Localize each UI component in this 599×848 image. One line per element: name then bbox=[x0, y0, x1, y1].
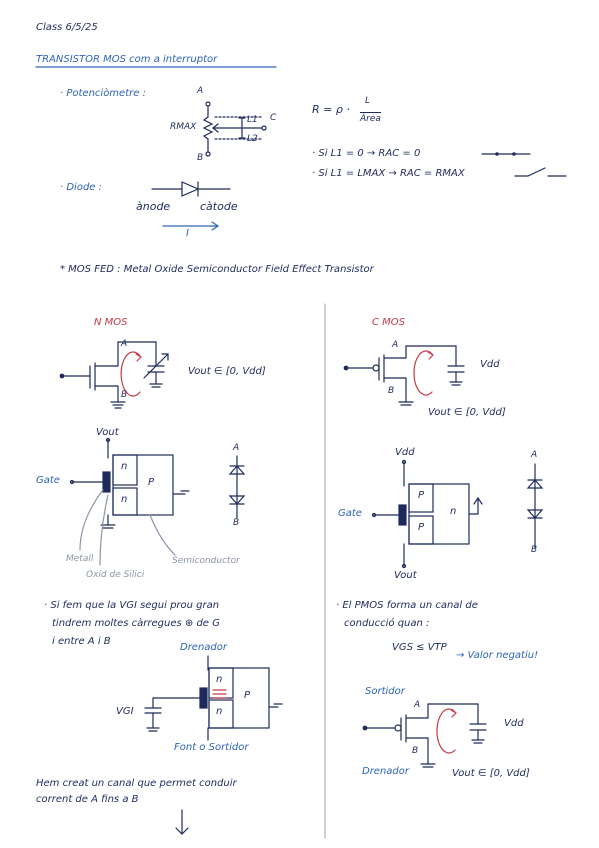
conclusion-line-1: Hem creat un canal que permet conduir bbox=[36, 778, 237, 789]
pot-case-1: · Si L1 = 0 → RAC = 0 bbox=[312, 148, 421, 159]
current-arrow-icon bbox=[162, 221, 220, 231]
diode-current: I bbox=[186, 228, 189, 239]
pot-rmax: RMAX bbox=[170, 122, 197, 132]
date-label: Class 6/5/25 bbox=[36, 22, 98, 33]
pmos2-a: A bbox=[414, 700, 421, 710]
nmos-gate: Gate bbox=[36, 475, 60, 486]
pmos-drain-label: Drenador bbox=[362, 766, 410, 777]
pmos-structure bbox=[371, 459, 483, 569]
diode-cathode: càtode bbox=[200, 200, 238, 213]
pmos-condition: VGS ≤ VTP bbox=[392, 642, 447, 653]
continue-arrow-icon bbox=[175, 809, 189, 835]
pmos-p-top: P bbox=[418, 490, 425, 501]
nmos-n-bottom: n bbox=[121, 494, 128, 505]
mosfet-definition: * MOS FED : Metal Oxide Semiconductor Fi… bbox=[60, 264, 374, 275]
diode-label: · Diode : bbox=[60, 182, 103, 193]
pmos-current-loop-icon bbox=[413, 350, 433, 396]
page-title: TRANSISTOR MOS com a interruptor bbox=[36, 54, 218, 65]
pmos-diode-b: B bbox=[531, 545, 538, 555]
conclusion-line-2: corrent de A fins a B bbox=[36, 794, 139, 805]
pot-node-a: A bbox=[197, 86, 204, 96]
nmos-current-loop-icon bbox=[120, 351, 141, 397]
source-label: Font o Sortidor bbox=[174, 742, 249, 753]
nmos-vout-top: Vout bbox=[96, 427, 119, 438]
channel-n-bottom: n bbox=[216, 706, 223, 717]
pmos-p-bottom: P bbox=[418, 522, 425, 533]
nmos-transistor bbox=[59, 341, 169, 409]
pmos2-vout: Vout ∈ [0, Vdd] bbox=[452, 768, 530, 779]
nmos-metall: Metall bbox=[66, 554, 94, 564]
pmos-diode-a: A bbox=[531, 450, 538, 460]
pmos-vdd-top: Vdd bbox=[395, 447, 415, 458]
nmos-title: N MOS bbox=[94, 317, 128, 328]
pmos-a: A bbox=[392, 340, 399, 350]
nmos-n-top: n bbox=[121, 461, 128, 472]
drain-label: Drenador bbox=[180, 642, 228, 653]
pmos-note-line-1: · El PMOS forma un canal de bbox=[336, 600, 478, 611]
pmos-vout-bottom: Vout bbox=[394, 570, 417, 581]
pmos-diode-pair bbox=[526, 463, 544, 549]
switch-open-icon bbox=[514, 167, 567, 177]
formula-den: Àrea bbox=[360, 112, 381, 124]
channel-charges bbox=[212, 689, 227, 699]
pmos-source-label: Sortidor bbox=[365, 686, 405, 697]
nmos-note-line-2: tindrem moltes càrregues ⊕ de G bbox=[52, 618, 220, 629]
nmos-vout: Vout ∈ [0, Vdd] bbox=[188, 366, 266, 377]
pmos-vdd: Vdd bbox=[480, 359, 500, 370]
nmos-note-line-1: · Si fem que la VGI segui prou gran bbox=[44, 600, 220, 611]
nmos-oxid: Oxid de Silici bbox=[86, 570, 145, 580]
pot-node-c: C bbox=[270, 113, 277, 123]
switch-closed-icon bbox=[481, 152, 531, 156]
nmos-structure bbox=[69, 437, 190, 529]
nmos-diode-a: A bbox=[233, 443, 240, 453]
potentiometer-diagram bbox=[202, 101, 267, 157]
pmos-current-loop-2-icon bbox=[436, 708, 456, 754]
pot-l2: L2 bbox=[247, 134, 258, 144]
pmos-n: n bbox=[450, 506, 457, 517]
pmos-gate: Gate bbox=[338, 508, 362, 519]
nmos-b: B bbox=[121, 390, 128, 400]
pmos-transistor-2 bbox=[362, 703, 487, 768]
vgi-label: VGI bbox=[116, 706, 134, 717]
nmos-p: P bbox=[148, 477, 155, 488]
pmos-transistor bbox=[343, 345, 465, 406]
pmos2-b: B bbox=[412, 746, 419, 756]
pot-node-b: B bbox=[197, 153, 204, 163]
nmos-label-pointers bbox=[79, 489, 176, 566]
nmos-diode-pair bbox=[228, 455, 246, 519]
nmos-a: A bbox=[121, 339, 128, 349]
channel-p: P bbox=[244, 690, 251, 701]
nmos-diode-b: B bbox=[233, 518, 240, 528]
channel-n-top: n bbox=[216, 674, 223, 685]
pmos2-vdd: Vdd bbox=[504, 718, 524, 729]
formula-lhs: R = ρ · bbox=[312, 103, 350, 116]
pmos-vout: Vout ∈ [0, Vdd] bbox=[428, 407, 506, 418]
formula-num: L bbox=[365, 96, 371, 106]
potentiometer-label: · Potenciòmetre : bbox=[60, 88, 146, 99]
nmos-semiconductor: Semiconductor bbox=[172, 556, 240, 566]
pmos-negative-note: → Valor negatiu! bbox=[456, 650, 539, 661]
pmos-note-line-2: conducció quan : bbox=[344, 618, 430, 629]
diode-symbol bbox=[151, 181, 231, 197]
pmos-title: C MOS bbox=[372, 317, 406, 328]
diode-anode: ànode bbox=[136, 200, 171, 213]
nmos-channel-diagram bbox=[144, 655, 283, 741]
pmos-b: B bbox=[388, 386, 395, 396]
pot-l1: L1 bbox=[247, 115, 258, 125]
pot-case-2: · Si L1 = LMAX → RAC = RMAX bbox=[312, 168, 465, 179]
nmos-note-line-3: i entre A i B bbox=[52, 636, 111, 647]
